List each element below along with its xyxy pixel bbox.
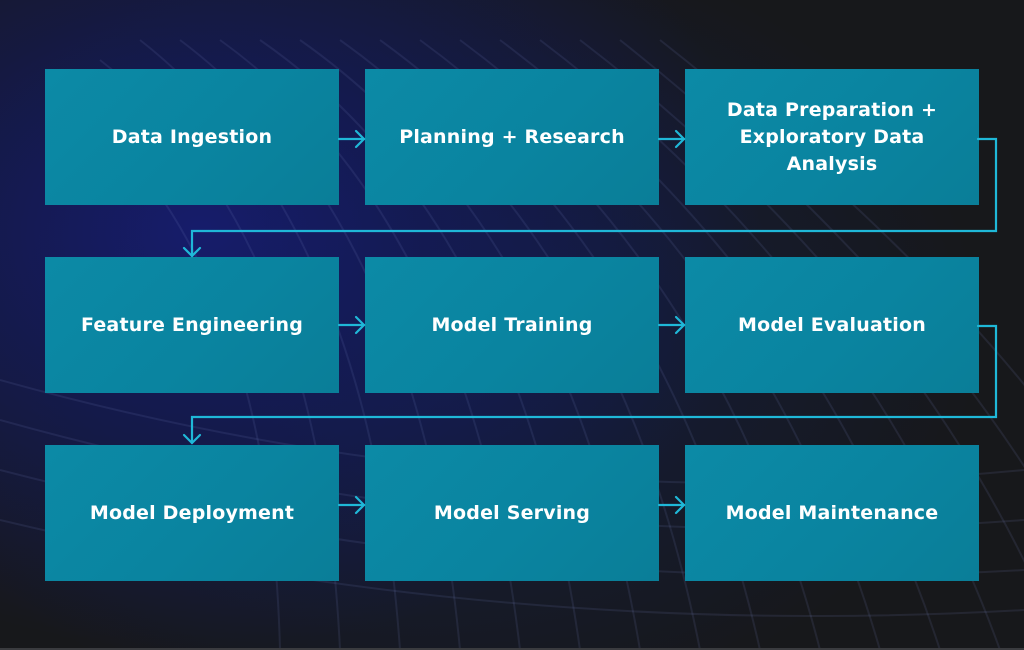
step-model-maintenance: Model Maintenance [685, 445, 979, 581]
step-data-preparation-eda: Data Preparation + Exploratory Data Anal… [685, 69, 979, 205]
step-label: Model Deployment [89, 501, 295, 524]
step-label: Feature Engineering [80, 313, 304, 336]
step-data-ingestion: Data Ingestion [45, 69, 339, 205]
step-planning-research: Planning + Research [365, 69, 659, 205]
step-label: Model Serving [433, 501, 591, 524]
step-model-deployment: Model Deployment [45, 445, 339, 581]
step-label: Data Ingestion [111, 125, 273, 148]
bottom-edge [0, 648, 1024, 650]
step-label: Model Maintenance [725, 501, 939, 524]
step-model-training: Model Training [365, 257, 659, 393]
step-model-serving: Model Serving [365, 445, 659, 581]
step-label: Data Preparation + Exploratory Data Anal… [726, 98, 938, 175]
step-label: Model Evaluation [738, 313, 926, 336]
step-label: Planning + Research [399, 125, 625, 148]
step-label: Model Training [431, 313, 593, 336]
step-feature-engineering: Feature Engineering [45, 257, 339, 393]
step-model-evaluation: Model Evaluation [685, 257, 979, 393]
